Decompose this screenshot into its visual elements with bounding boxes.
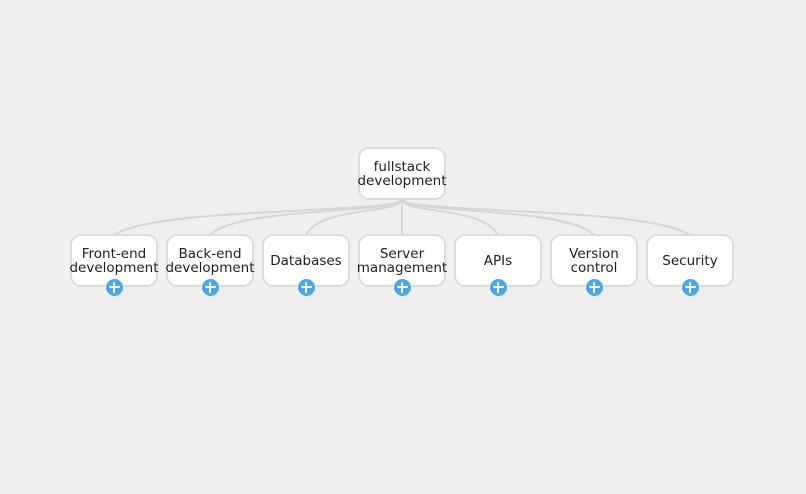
expand-plus-icon[interactable] [200,277,220,297]
node-label: APIs [483,252,513,269]
expand-plus-icon[interactable] [296,277,316,297]
node-label: Version control [569,245,619,276]
edge-root-to-back-end-development [209,198,403,236]
edge-root-to-version-control [401,198,595,236]
expand-plus-icon[interactable] [488,277,508,297]
expand-plus-icon[interactable] [584,277,604,297]
expand-plus-icon[interactable] [680,277,700,297]
edge-root-to-databases [305,198,403,236]
expand-plus-icon[interactable] [392,277,412,297]
node-label: Server management [356,245,448,276]
edge-root-to-front-end-development [113,198,403,236]
expand-plus-icon[interactable] [104,277,124,297]
node-label: Front-end development [69,245,159,276]
node-label: Back-end development [165,245,255,276]
edge-root-to-security [401,198,691,236]
node-label: Databases [270,252,342,269]
node-root-fullstack-development[interactable]: fullstack development [357,147,447,200]
node-label: fullstack development [357,158,447,189]
node-label: Security [662,252,718,269]
edge-root-to-apis [401,198,499,236]
